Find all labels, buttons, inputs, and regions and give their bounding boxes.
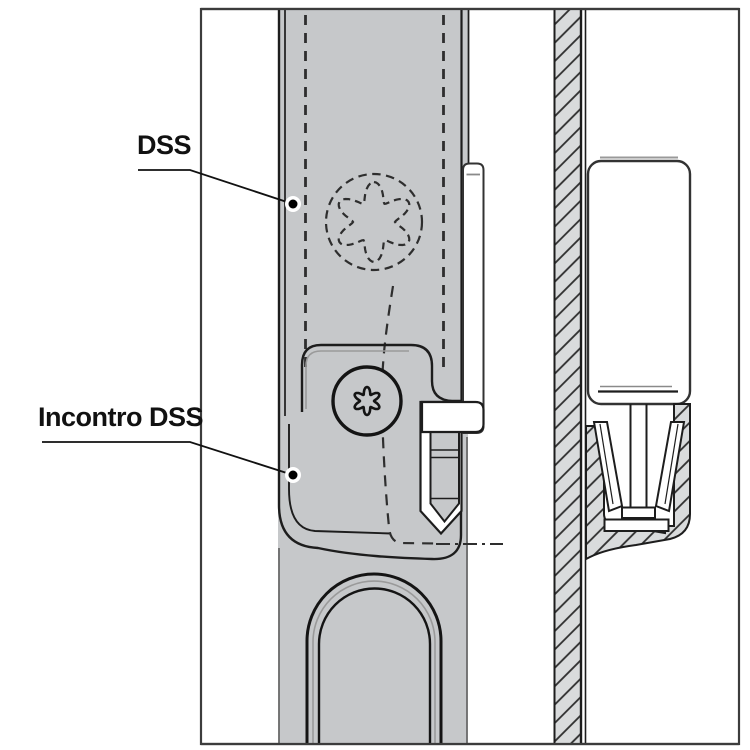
catch-cap [300, 343, 462, 412]
incontro-leader-line [42, 441, 294, 476]
left-spring-prong [592, 421, 624, 513]
leader-lines [42, 169, 301, 483]
frame-overlay [201, 7, 739, 746]
trajectory-centerline [380, 285, 503, 545]
dss-leader-line [138, 169, 294, 205]
right-spring-prong [654, 421, 686, 513]
activator-tab [420, 162, 485, 434]
incontro-dss-label: Incontro DSS [38, 402, 204, 432]
dss-leader-dot [288, 199, 298, 209]
incontro-leader-dot [288, 470, 298, 480]
rail-hidden-edges [304, 15, 445, 368]
spring-clip [585, 403, 691, 561]
counterpart-housing [586, 156, 692, 406]
cabinet-wall-section [553, 9, 587, 744]
dss-label: DSS [137, 130, 192, 160]
incontro-dss-block [277, 9, 470, 743]
lower-channel-arch [305, 572, 443, 743]
torx-screw-hidden-outline [324, 172, 424, 272]
screw-head [331, 365, 403, 437]
